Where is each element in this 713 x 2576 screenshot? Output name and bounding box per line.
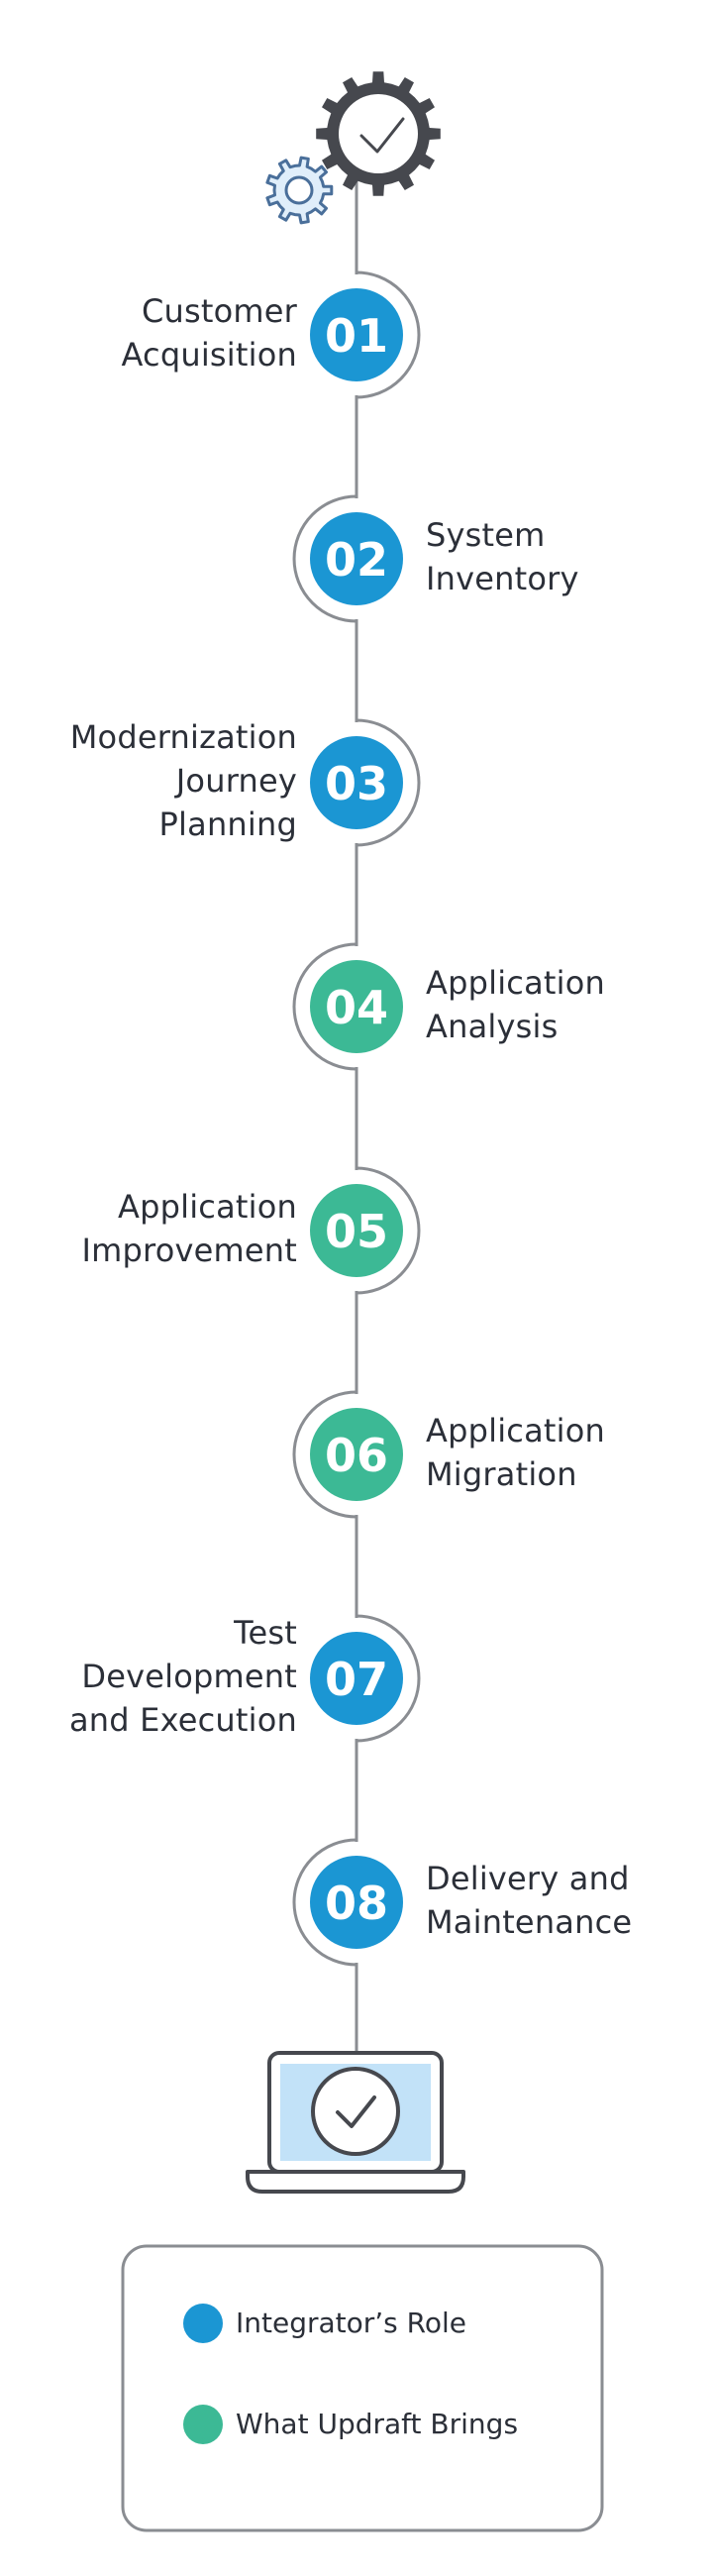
step-ring	[356, 1166, 421, 1295]
step-06: 06	[292, 1390, 417, 1519]
step-number-circle	[310, 1408, 403, 1501]
step-label-line: Planning	[158, 805, 297, 843]
steps-layer: 01 02 03 04 05 06 07 08	[292, 270, 421, 1967]
laptop-check-icon	[246, 2051, 465, 2194]
step-number-circle	[310, 512, 403, 605]
step-number: 08	[325, 1877, 388, 1930]
step-number-circle	[310, 960, 403, 1053]
step-number: 01	[325, 309, 388, 363]
step-label-line: Application	[426, 1412, 605, 1449]
step-number: 05	[325, 1205, 388, 1258]
legend-label-integrator: Integrator’s Role	[236, 2307, 466, 2339]
step-label-line: Acquisition	[121, 336, 297, 374]
step-label-line: Modernization	[69, 718, 297, 756]
step-label-line: Inventory	[426, 560, 579, 597]
step-label-line: Application	[426, 964, 605, 1002]
step-number: 06	[325, 1429, 388, 1482]
step-number-circle	[310, 1184, 403, 1277]
legend-label-updraft: What Updraft Brings	[236, 2408, 519, 2440]
step-number: 04	[325, 981, 388, 1034]
checkmark-icon	[359, 117, 405, 154]
step-01: 01	[296, 270, 421, 399]
legend-box	[121, 2244, 604, 2532]
legend-swatch-updraft	[183, 2405, 223, 2444]
legend-swatch-integrator	[183, 2304, 223, 2343]
step-label-line: Delivery and	[426, 1860, 630, 1897]
step-08: 08	[292, 1838, 417, 1967]
step-number-circle	[310, 1632, 403, 1725]
step-ring	[292, 494, 357, 623]
step-ring	[356, 718, 421, 847]
step-label-line: Customer	[141, 292, 297, 330]
step-label-line: Test	[234, 1614, 297, 1652]
step-label-line: Application	[118, 1188, 297, 1226]
laptop-check-circle	[311, 2067, 400, 2156]
step-ring	[292, 1390, 357, 1519]
step-label-line: System	[426, 516, 546, 554]
step-07: 07	[296, 1614, 421, 1743]
small-gear-icon	[265, 156, 334, 225]
step-ring	[292, 942, 357, 1071]
step-number: 07	[325, 1653, 388, 1706]
step-label-line: Improvement	[81, 1232, 297, 1269]
step-label-line: Journey	[175, 762, 297, 800]
step-ring	[292, 1838, 357, 1967]
step-label-line: Development	[81, 1658, 297, 1695]
step-ring	[356, 1614, 421, 1743]
step-label-line: Maintenance	[426, 1903, 633, 1941]
large-gear-icon	[316, 71, 441, 196]
step-03: 03	[296, 718, 421, 847]
step-label-line: Migration	[426, 1455, 577, 1493]
step-02: 02	[292, 494, 417, 623]
step-number-circle	[310, 288, 403, 381]
step-ring	[356, 270, 421, 399]
step-number: 03	[325, 757, 388, 810]
laptop-checkmark-icon	[336, 2095, 376, 2128]
step-label-line: and Execution	[68, 1701, 297, 1739]
step-number-circle	[310, 736, 403, 829]
step-number-circle	[310, 1856, 403, 1949]
step-04: 04	[292, 942, 417, 1071]
gears-check-icon	[265, 71, 441, 225]
step-05: 05	[296, 1166, 421, 1295]
step-number: 02	[325, 533, 388, 587]
laptop-base	[246, 2170, 465, 2194]
step-label-line: Analysis	[426, 1008, 559, 1045]
